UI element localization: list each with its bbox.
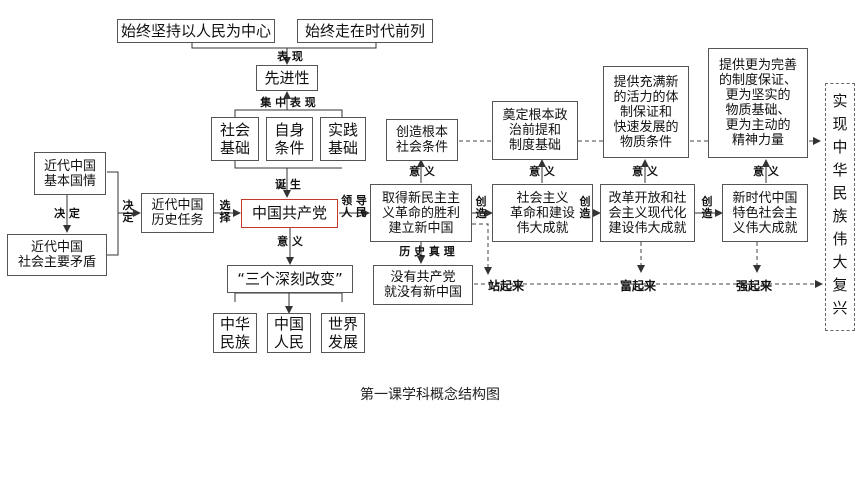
box-world-development: 世界 发展 (321, 313, 365, 353)
label-create-3: 创 造 (701, 195, 713, 220)
label-concentrate: 集 中 表 现 (260, 96, 316, 109)
label-significance-2: 意 义 (529, 165, 555, 178)
dashed-drop-1 (472, 223, 492, 275)
box-vitality-guarantee: 提供充满新 的活力的体 制保证和 快速发展的 物质条件 (603, 66, 689, 158)
box-national-conditions: 近代中国 基本国情 (34, 152, 106, 195)
box-new-democratic: 取得新民主主 义革命的胜利 建立新中国 (370, 184, 472, 242)
box-main-contradiction: 近代中国 社会主要矛盾 (7, 234, 107, 276)
bracket-birth (234, 161, 342, 197)
box-new-era-achievement: 新时代中国 特色社会主 义伟大成就 (722, 184, 808, 242)
bracket-changes (234, 292, 343, 313)
box-advanced: 先进性 (256, 65, 318, 91)
label-choose: 选 择 (219, 199, 231, 224)
label-significance-1: 意 义 (409, 165, 435, 178)
label-decide-vertical: 决 定 (54, 207, 80, 220)
box-times-forefront: 始终走在时代前列 (297, 19, 433, 43)
figure-caption: 第一课学科概念结构图 (360, 387, 500, 403)
label-significance-3: 意 义 (632, 165, 658, 178)
box-social-basis: 社会 基础 (211, 117, 259, 161)
label-manifest: 表 现 (277, 50, 303, 63)
box-chinese-nation: 中华 民族 (213, 313, 257, 353)
box-perfect-guarantee: 提供更为完善 的制度保证、 更为坚实的 物质基础、 更为主动的 精神力量 (708, 48, 808, 158)
label-become-rich: 富起来 (620, 279, 657, 293)
box-national-rejuvenation: 实现中华民族伟大复兴 (825, 83, 855, 331)
label-become-strong: 强起来 (736, 279, 773, 293)
label-stand-up: 站起来 (488, 279, 525, 293)
label-historical-truth: 历 史 真 理 (399, 245, 455, 258)
bracket-manifest (191, 43, 377, 64)
label-birth: 诞 生 (275, 178, 301, 191)
box-socialist-achievement: 社会主义 革命和建设 伟大成就 (492, 184, 593, 242)
bracket-decide-h (107, 171, 140, 256)
box-chinese-people: 中国 人民 (267, 313, 311, 353)
box-no-cpc-no-new-china: 没有共产党 就没有新中国 (373, 265, 473, 305)
label-create-2: 创 造 (579, 195, 591, 220)
box-three-changes: “三个深刻改变” (227, 265, 353, 293)
label-decide-bracket: 决 定 (122, 199, 134, 224)
box-historical-task: 近代中国 历史任务 (141, 193, 214, 233)
box-people-centered: 始终坚持以人民为中心 (117, 19, 275, 43)
label-significance-cpc: 意 义 (277, 235, 303, 248)
box-fundamental-conditions: 创造根本 社会条件 (386, 119, 458, 161)
box-self-conditions: 自身 条件 (266, 117, 313, 161)
box-practice-basis: 实践 基础 (320, 117, 366, 161)
bracket-concentrate (234, 92, 343, 117)
box-political-premise: 奠定根本政 治前提和 制度基础 (492, 101, 578, 160)
box-reform-achievement: 改革开放和社 会主义现代化 建设伟大成就 (600, 184, 695, 242)
label-significance-4: 意 义 (753, 165, 779, 178)
box-cpc: 中国共产党 (241, 199, 338, 228)
label-create-1: 创 造 (475, 195, 487, 220)
label-lead-people: 领 导 人 民 (341, 194, 367, 219)
